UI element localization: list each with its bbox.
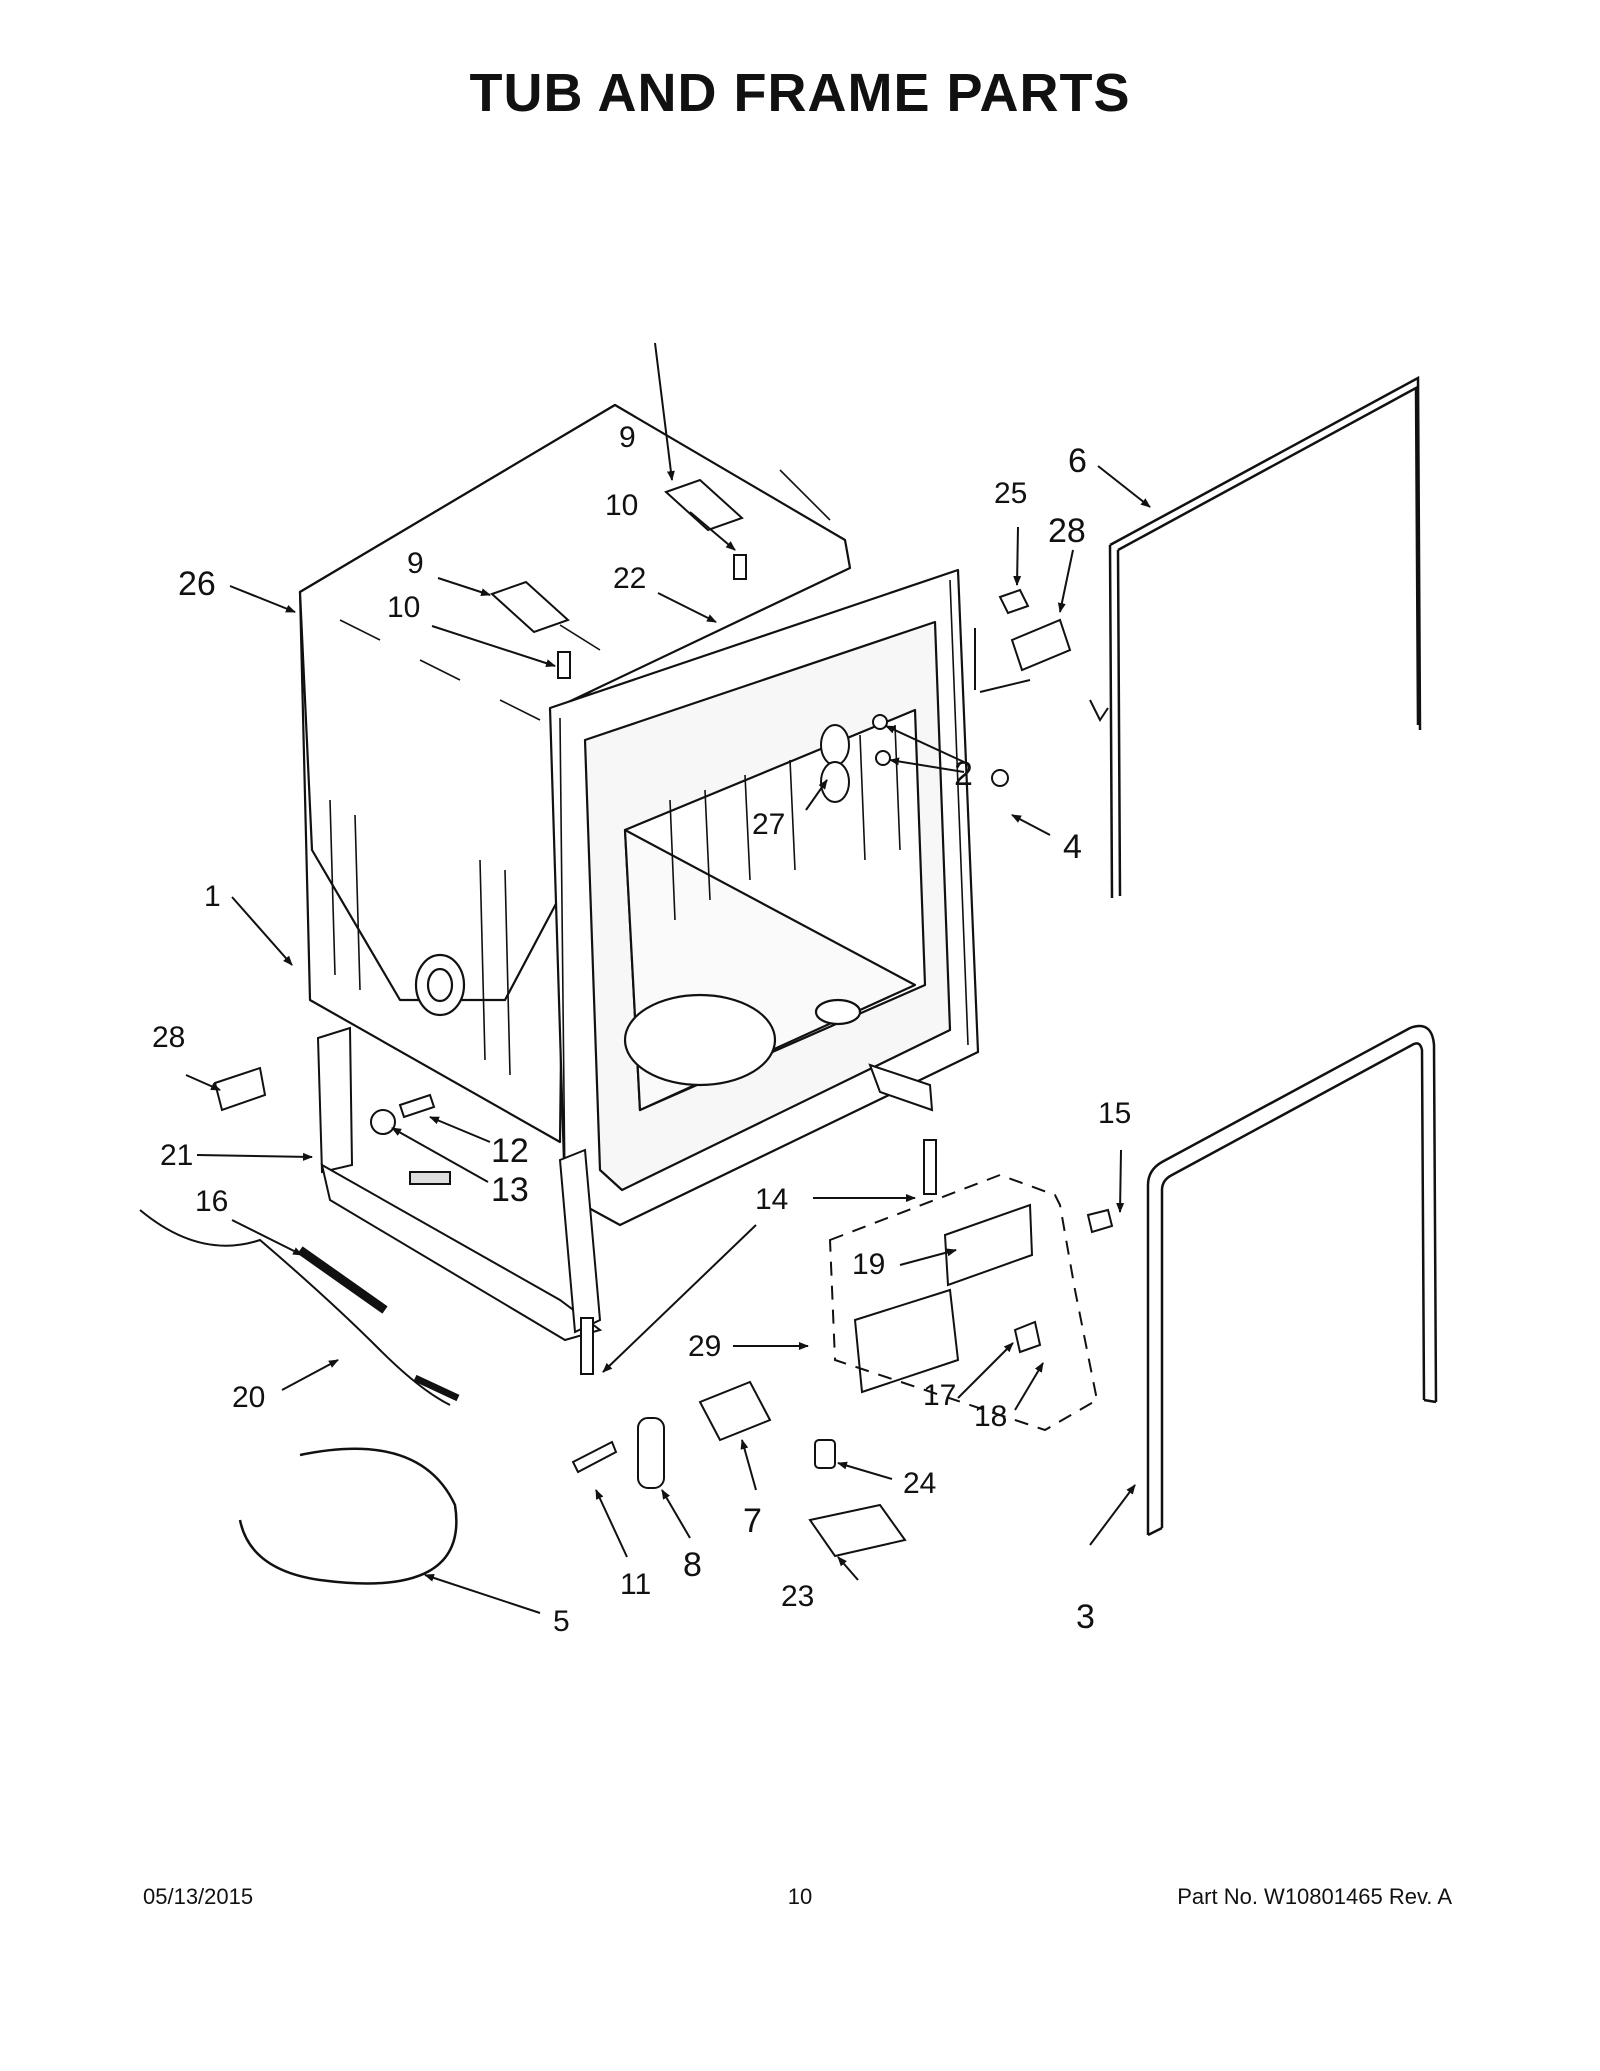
- callout-18: 18: [974, 1400, 1007, 1433]
- callout-6: 6: [1068, 442, 1087, 480]
- screw-and-bumper-upper: [998, 588, 1072, 672]
- callout-29: 29: [688, 1330, 721, 1363]
- callout-12: 12: [491, 1132, 529, 1170]
- footer-page-number: 10: [787, 1884, 813, 1909]
- callout-11: 11: [620, 1568, 651, 1601]
- callout-26: 26: [178, 565, 216, 603]
- callout-numbers: 1 2 3 4 5 6 7 8 9 9 10 10 11 12 13 14 15…: [152, 421, 1131, 1638]
- callout-17: 17: [923, 1379, 956, 1412]
- door-spring-and-cable: [139, 1209, 460, 1406]
- callout-19: 19: [852, 1248, 885, 1281]
- hinge-bracket-group: [853, 1203, 1114, 1394]
- callout-10b: 10: [387, 591, 420, 624]
- callout-5: 5: [553, 1605, 570, 1638]
- callout-20: 20: [232, 1381, 265, 1414]
- callout-9a: 9: [619, 421, 636, 454]
- footer-date: 05/13/2015: [143, 1884, 254, 1909]
- bumper-lower: [213, 1066, 267, 1112]
- callout-1: 1: [204, 880, 221, 913]
- callout-15: 15: [1098, 1097, 1131, 1130]
- tub-assembly: [298, 403, 980, 1227]
- page-title: TUB AND FRAME PARTS: [469, 63, 1131, 123]
- grommet-and-screw: [370, 1093, 436, 1135]
- callout-8: 8: [683, 1546, 702, 1584]
- callout-9b: 9: [407, 547, 424, 580]
- door-gasket-part-6: [1108, 375, 1422, 899]
- footer-part-number: Part No. W10801465 Rev. A: [1177, 1884, 1452, 1909]
- callout-16: 16: [195, 1185, 228, 1218]
- wire-harness: [238, 1447, 458, 1585]
- callout-28b: 28: [152, 1021, 185, 1054]
- callout-4: 4: [1063, 828, 1082, 866]
- callout-2: 2: [954, 755, 973, 793]
- callout-7: 7: [743, 1502, 762, 1540]
- callout-23: 23: [781, 1580, 814, 1613]
- hinge-bracket-upper: [490, 478, 747, 679]
- callout-22: 22: [613, 562, 646, 595]
- callout-25: 25: [994, 477, 1027, 510]
- callout-21: 21: [160, 1139, 193, 1172]
- bottom-seal-part-3: [1146, 1024, 1438, 1537]
- connector-lines: [974, 628, 1109, 722]
- latch-parts: [808, 1439, 907, 1558]
- lower-fasteners: [571, 1380, 772, 1489]
- callout-10a: 10: [605, 489, 638, 522]
- callout-24: 24: [903, 1467, 936, 1500]
- leveling-leg-bracket-right: [558, 1063, 934, 1334]
- leader-arrows: [185, 342, 1151, 1614]
- callout-3: 3: [1076, 1598, 1095, 1636]
- callout-28a: 28: [1048, 512, 1086, 550]
- group-outline-29: [828, 1173, 1099, 1432]
- callout-27: 27: [752, 808, 785, 841]
- leveling-legs: [580, 1139, 937, 1375]
- callout-13: 13: [491, 1171, 529, 1209]
- callout-14: 14: [755, 1183, 788, 1216]
